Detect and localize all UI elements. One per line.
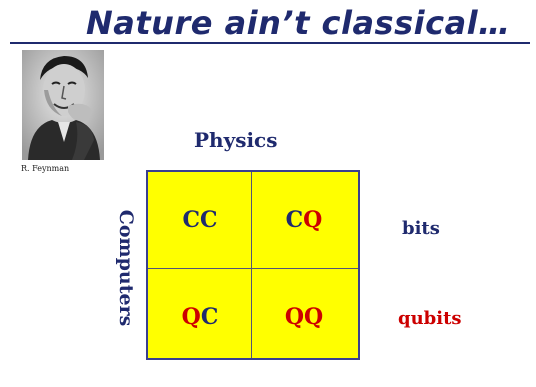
cell-letter-computer: Q xyxy=(303,207,323,233)
portrait-photo-icon xyxy=(22,50,104,160)
grid-vertical-divider xyxy=(251,172,252,358)
cell-letter-physics: Q xyxy=(284,304,304,330)
bits-row-label: bits xyxy=(402,218,440,239)
slide-title: Nature ain’t classical… xyxy=(86,4,511,42)
portrait-caption: R. Feynman xyxy=(21,164,70,173)
grid-horizontal-divider xyxy=(148,268,358,269)
cell-letter-computer: C xyxy=(200,304,219,330)
qubits-row-label: qubits xyxy=(398,308,462,329)
feynman-portrait xyxy=(22,50,104,160)
cell-letter-computer: C xyxy=(200,207,218,233)
cell-letter-computer: Q xyxy=(304,304,324,330)
title-underline xyxy=(10,42,530,44)
cell-letter-physics: C xyxy=(182,207,200,233)
cell-letter-physics: Q xyxy=(181,304,201,330)
cell-letter-physics: C xyxy=(285,207,304,233)
computers-row-header: Computers xyxy=(115,209,137,327)
physics-column-header: Physics xyxy=(194,128,278,152)
